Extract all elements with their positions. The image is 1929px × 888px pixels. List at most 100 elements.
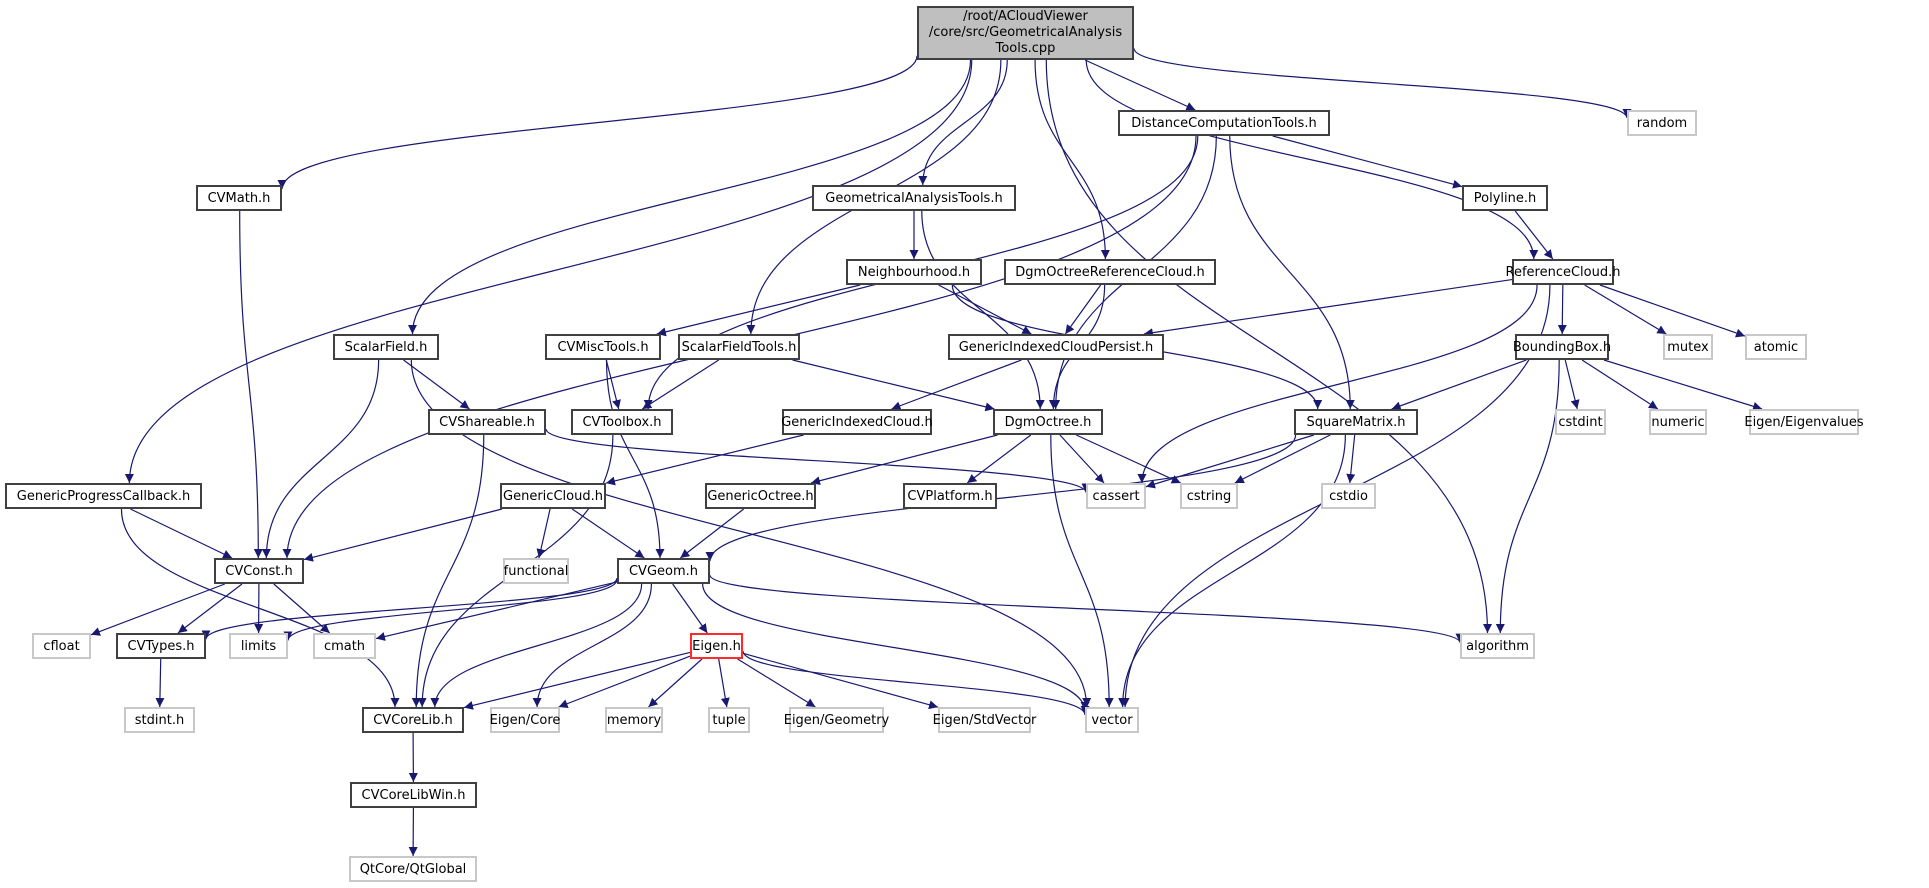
edge-boundingbox-to-algorithm [1495, 359, 1560, 634]
node-cstring: cstring [1180, 483, 1238, 509]
edge-cvconst-to-cvtypes [177, 583, 243, 634]
node-random: random [1627, 110, 1697, 136]
root-label-line-2: /core/src/GeometricalAnalysis [928, 25, 1123, 40]
edge-eigen-to-cvcorelib [463, 651, 691, 710]
edge-dgmoctree-to-cvplatform [966, 434, 1032, 484]
node-cvtoolbox[interactable]: CVToolbox.h [571, 409, 673, 435]
edge-dgmoctree-to-cstring [1076, 434, 1181, 484]
edge-genericcloud-to-functional [536, 508, 551, 559]
node-stdint: stdint.h [124, 707, 195, 733]
edge-dgmoctree-to-cassert [1059, 434, 1105, 484]
edge-cvgeom-to-cvtypes [201, 577, 618, 640]
node-eigencore: Eigen/Core [490, 707, 560, 733]
edge-cvshareable-to-cassert [545, 428, 1091, 493]
node-memory: memory [605, 707, 663, 733]
node-cvgeom[interactable]: CVGeom.h [617, 558, 710, 584]
node-squarematrix[interactable]: SquareMatrix.h [1294, 409, 1418, 435]
node-cvcorelibwin[interactable]: CVCoreLibWin.h [350, 782, 477, 808]
edge-cvshareable-to-cvcorelib [411, 434, 485, 708]
edge-scalarfield-to-cvshareable [403, 359, 470, 410]
edge-boundingbox-to-eigeneigenvalues [1603, 359, 1763, 411]
node-cstdint: cstdint [1555, 409, 1606, 435]
root-label-line-1: /root/ACloudViewer [963, 9, 1088, 24]
edge-genericprogresscallback-to-cvconst [130, 508, 233, 559]
edge-neighbourhood-to-genericindexedcloudpersist [938, 284, 1032, 335]
node-genericprogresscallback[interactable]: GenericProgressCallback.h [5, 483, 202, 509]
edge-squarematrix-to-cassert [1145, 434, 1315, 489]
edge-eigen-to-eigencore [558, 655, 691, 708]
edge-cvtypes-to-stdint [155, 658, 165, 708]
node-atomic: atomic [1745, 334, 1807, 360]
node-vector: vector [1085, 707, 1139, 733]
edge-cvgeom-to-algorithm [709, 574, 1465, 644]
node-distancecomputationtools[interactable]: DistanceComputationTools.h [1118, 110, 1330, 136]
node-genericindexedcloud[interactable]: GenericIndexedCloud.h [781, 409, 933, 435]
node-algorithm: algorithm [1460, 633, 1535, 659]
node-boundingbox[interactable]: BoundingBox.h [1513, 334, 1611, 360]
node-dgmoctreereferencecloud[interactable]: DgmOctreeReferenceCloud.h [1004, 259, 1216, 285]
edge-geometricalanalysistools-to-dgmoctree [921, 210, 1045, 410]
edge-eigen-to-tuple [718, 658, 730, 708]
node-cvmisctools[interactable]: CVMiscTools.h [545, 334, 661, 360]
node-eigen[interactable]: Eigen.h [690, 633, 743, 659]
node-eigenstdvector: Eigen/StdVector [933, 707, 1036, 733]
node-cmath: cmath [313, 633, 376, 659]
edge-dgmoctree-to-vector [1050, 434, 1114, 708]
edge-root-to-cvmath [277, 55, 918, 189]
node-geometricalanalysistools[interactable]: GeometricalAnalysisTools.h [812, 185, 1016, 211]
edge-squarematrix-to-vector [1118, 434, 1346, 708]
edge-eigen-to-vector [742, 650, 1090, 716]
node-cvmath[interactable]: CVMath.h [196, 185, 282, 211]
node-genericindexedcloudpersist[interactable]: GenericIndexedCloudPersist.h [948, 334, 1164, 360]
edge-dgmoctreereferencecloud-to-genericindexedcloudpersist [1064, 284, 1102, 335]
edge-dgmoctree-to-genericoctree [810, 434, 998, 486]
node-genericoctree[interactable]: GenericOctree.h [705, 483, 816, 509]
edge-referencecloud-to-atomic [1599, 284, 1746, 338]
node-cvtypes[interactable]: CVTypes.h [116, 633, 206, 659]
node-cvshareable[interactable]: CVShareable.h [428, 409, 546, 435]
edge-root-to-geometricalanalysistools [918, 59, 1008, 186]
edge-referencecloud-to-mutex [1584, 284, 1667, 335]
edge-genericoctree-to-cvgeom [679, 508, 745, 559]
root-label-line-3: Tools.cpp [995, 41, 1056, 56]
edge-eigen-to-memory [648, 658, 703, 708]
node-dgmoctree[interactable]: DgmOctree.h [993, 409, 1103, 435]
node-eigengeometry: Eigen/Geometry [784, 707, 889, 733]
edge-eigen-to-eigengeometry [737, 658, 816, 708]
edge-root-to-scalarfield [408, 59, 972, 335]
edge-cvgeom-to-eigencore [532, 583, 653, 708]
edge-boundingbox-to-squarematrix [1391, 359, 1527, 411]
node-functional: functional [503, 558, 569, 584]
edge-root-to-referencecloud [1085, 59, 1539, 260]
edge-boundingbox-to-cstdint [1564, 359, 1580, 410]
node-numeric: numeric [1649, 409, 1707, 435]
node-cfloat: cfloat [32, 633, 91, 659]
root-node-geometricalanalysistools-cpp[interactable]: /root/ACloudViewer /core/src/Geometrical… [917, 6, 1134, 60]
edge-cvmisctools-to-cvtoolbox [605, 359, 621, 410]
node-neighbourhood[interactable]: Neighbourhood.h [846, 259, 982, 285]
node-scalarfield[interactable]: ScalarField.h [333, 334, 439, 360]
edge-root-to-dgmoctreereferencecloud [1034, 59, 1110, 260]
edge-eigen-to-eigenstdvector [742, 652, 939, 710]
node-scalarfieldtools[interactable]: ScalarFieldTools.h [678, 334, 800, 360]
edge-cvmath-to-cvconst [239, 210, 263, 559]
node-referencecloud[interactable]: ReferenceCloud.h [1506, 259, 1620, 285]
edge-referencecloud-to-cassert [1137, 284, 1538, 484]
edge-genericindexedcloud-to-genericcloud [605, 434, 804, 486]
node-genericcloud[interactable]: GenericCloud.h [500, 483, 606, 509]
node-cvcorelib[interactable]: CVCoreLib.h [362, 707, 464, 733]
edge-genericcloud-to-cvgeom [571, 508, 645, 559]
node-tuple: tuple [708, 707, 750, 733]
edge-cvgeom-to-cmath [375, 581, 618, 641]
edge-scalarfieldtools-to-cvtoolbox [641, 359, 720, 410]
edge-cvgeom-to-vector [702, 583, 1090, 712]
edge-referencecloud-to-boundingbox [1557, 284, 1567, 335]
edge-root-to-random [1133, 48, 1632, 119]
edge-squarematrix-to-cvgeom [705, 434, 1297, 562]
edge-genericcloud-to-cvconst [303, 508, 503, 562]
edge-cvgeom-to-limits [283, 579, 618, 641]
node-polyline[interactable]: Polyline.h [1462, 185, 1548, 211]
node-cvplatform[interactable]: CVPlatform.h [903, 483, 997, 509]
node-cvconst[interactable]: CVConst.h [214, 558, 304, 584]
edge-neighbourhood-to-cvmisctools [656, 284, 861, 337]
